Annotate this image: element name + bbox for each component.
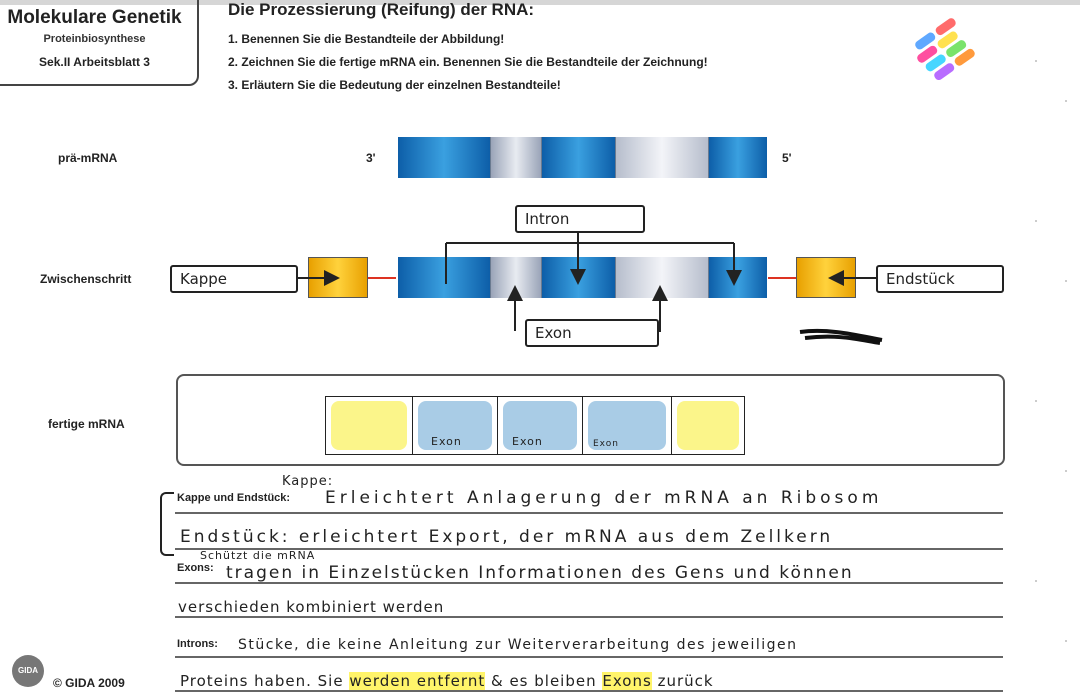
exon-segment (398, 257, 491, 298)
exon-segment (709, 137, 767, 178)
answer-line (175, 548, 1003, 550)
introns-heading: Introns: (177, 638, 218, 650)
answer-line (175, 616, 1003, 618)
pre-mrna-bar (398, 137, 767, 178)
pen-scribble (799, 328, 883, 345)
cap-note: Kappe: (282, 474, 334, 489)
sheet-number: Sek.II Arbeitsblatt 3 (39, 55, 150, 69)
end-5-label: 5' (782, 151, 792, 165)
task-3: 3. Erläutern Sie die Bedeutung der einze… (228, 78, 561, 92)
cap-tail-heading: Kappe und Endstück: (177, 492, 291, 504)
task-1: 1. Benennen Sie die Bestandteile der Abb… (228, 32, 505, 46)
final-mrna-drawing: Exon Exon Exon (325, 396, 745, 455)
exon-segment (398, 137, 491, 178)
final-mrna-label: fertige mRNA (48, 417, 125, 431)
connector-arrows (296, 232, 883, 345)
red-arrow-icon (368, 277, 396, 279)
tail-label-box: Endstück (876, 265, 1004, 293)
exons-heading: Exons: (177, 562, 214, 574)
exon-label-box: Exon (525, 319, 659, 347)
margin-dots (1035, 20, 1075, 660)
task-2: 2. Zeichnen Sie die fertige mRNA ein. Be… (228, 55, 708, 69)
header-box: Molekulare Genetik Proteinbiosynthese Se… (0, 0, 199, 86)
exon-segment (542, 137, 616, 178)
end-3-label: 3' (366, 151, 376, 165)
answer-line (175, 690, 1003, 692)
red-arrow-icon (768, 277, 796, 279)
gida-logo-icon: GIDA (12, 655, 44, 687)
drawn-cap (326, 397, 413, 454)
copyright: © GIDA 2009 (53, 676, 125, 690)
answer-line (175, 512, 1003, 514)
answer-line (175, 656, 1003, 658)
drawn-exon: Exon (498, 397, 583, 454)
cap-label-box: Kappe (170, 265, 298, 293)
answer-line (175, 582, 1003, 584)
topic: Proteinbiosynthese (43, 33, 146, 45)
answer-line-3: tragen in Einzelstücken Informationen de… (226, 563, 854, 583)
answer-line-1: Erleichtert Anlagerung der mRNA an Ribos… (325, 488, 883, 508)
answer-line-2: Endstück: erleichtert Export, der mRNA a… (180, 527, 834, 547)
answer-line-4: verschieden kombiniert werden (178, 598, 445, 616)
intron-segment (616, 137, 709, 178)
intron-label-box: Intron (515, 205, 645, 233)
pre-mrna-label: prä-mRNA (58, 151, 118, 165)
dna-logo-icon (915, 18, 975, 81)
intron-segment (491, 137, 542, 178)
answer-line-6: Proteins haben. Sie werden entfernt & es… (180, 672, 714, 690)
final-mrna-box (176, 374, 1005, 466)
drawn-exon: Exon (583, 397, 672, 454)
intermediate-label: Zwischenschritt (40, 272, 132, 286)
answer-line-5: Stücke, die keine Anleitung zur Weiterve… (238, 637, 798, 653)
protect-note: Schützt die mRNA (200, 549, 316, 562)
drawn-exon: Exon (413, 397, 498, 454)
drawn-tail (672, 397, 744, 454)
page-title: Die Prozessierung (Reifung) der RNA: (228, 0, 535, 19)
bracket (160, 492, 174, 556)
top-bar (0, 0, 1080, 5)
subject: Molekulare Genetik (7, 7, 182, 28)
